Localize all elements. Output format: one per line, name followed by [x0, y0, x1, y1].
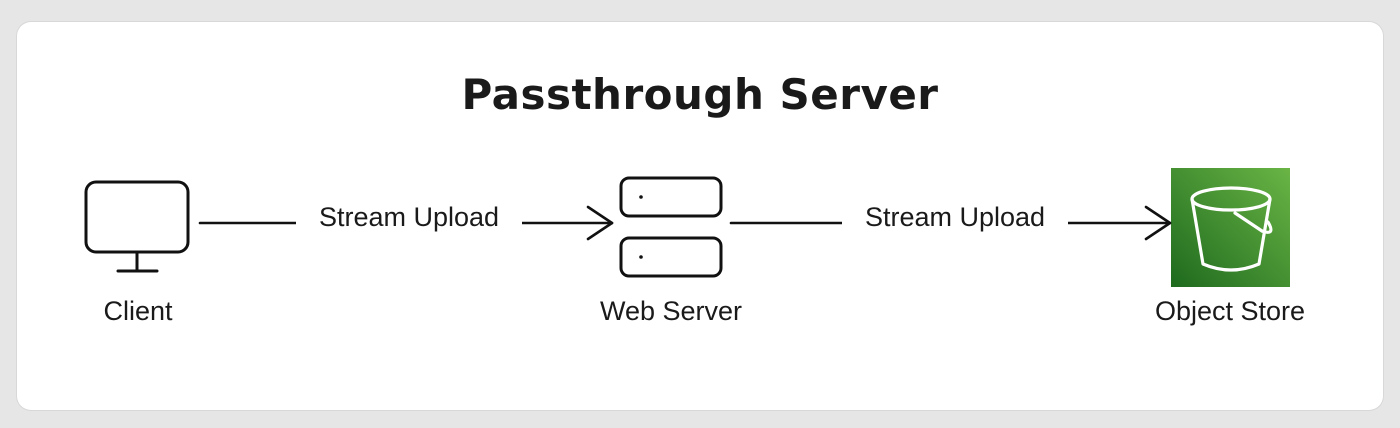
server-led-icon	[639, 195, 643, 199]
monitor-icon	[84, 180, 190, 273]
edge-label: Stream Upload	[296, 202, 522, 233]
node-label-client: Client	[103, 296, 173, 326]
diagram-title: Passthrough Server	[461, 70, 939, 119]
node-label-web-server: Web Server	[599, 296, 743, 326]
node-label-object-store: Object Store	[1154, 296, 1306, 326]
server-led-icon	[639, 255, 643, 259]
server-icon	[619, 176, 723, 278]
edge-label: Stream Upload	[842, 202, 1068, 233]
bucket-icon	[1171, 168, 1290, 287]
